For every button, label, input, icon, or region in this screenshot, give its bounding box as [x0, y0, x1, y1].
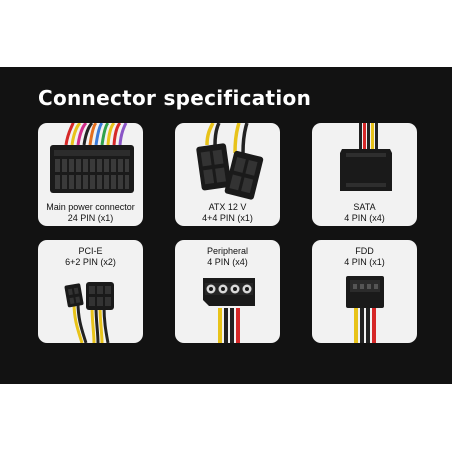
connector-name: FDD [355, 246, 374, 256]
connector-card-fdd: FDD 4 PIN (x1) [312, 240, 417, 343]
connector-pins: 4 PIN (x4) [207, 257, 248, 267]
pcie-6plus2-connector-icon [64, 282, 114, 343]
connector-pins: 6+2 PIN (x2) [65, 257, 116, 267]
connector-card-peripheral: Peripheral 4 PIN (x4) [175, 240, 280, 343]
molex-peripheral-connector-icon [203, 278, 255, 343]
sata-connector-icon [340, 123, 392, 191]
connector-pins: 4 PIN (x1) [344, 257, 385, 267]
connector-name: SATA [353, 202, 376, 212]
connector-name: Peripheral [206, 246, 249, 256]
connector-card-pcie: PCI-E 6+2 PIN (x2) [38, 240, 143, 343]
atx12v-4plus4-connector-icon [196, 123, 264, 200]
connector-name: PCI-E [78, 246, 103, 256]
page-title: Connector specification [38, 86, 312, 110]
fdd-connector-icon [346, 276, 384, 343]
atx-24pin-connector-icon [50, 123, 134, 193]
connector-pins: 4+4 PIN (x1) [202, 213, 253, 223]
connector-name: Main power connector [46, 202, 135, 212]
connector-name: ATX 12 V [208, 202, 247, 212]
connector-pins: 24 PIN (x1) [67, 213, 114, 223]
connector-card-atx12v: ATX 12 V 4+4 PIN (x1) [175, 123, 280, 226]
connector-pins: 4 PIN (x4) [344, 213, 385, 223]
connector-card-sata: SATA 4 PIN (x4) [312, 123, 417, 226]
connector-card-main-power: Main power connector 24 PIN (x1) [38, 123, 143, 226]
